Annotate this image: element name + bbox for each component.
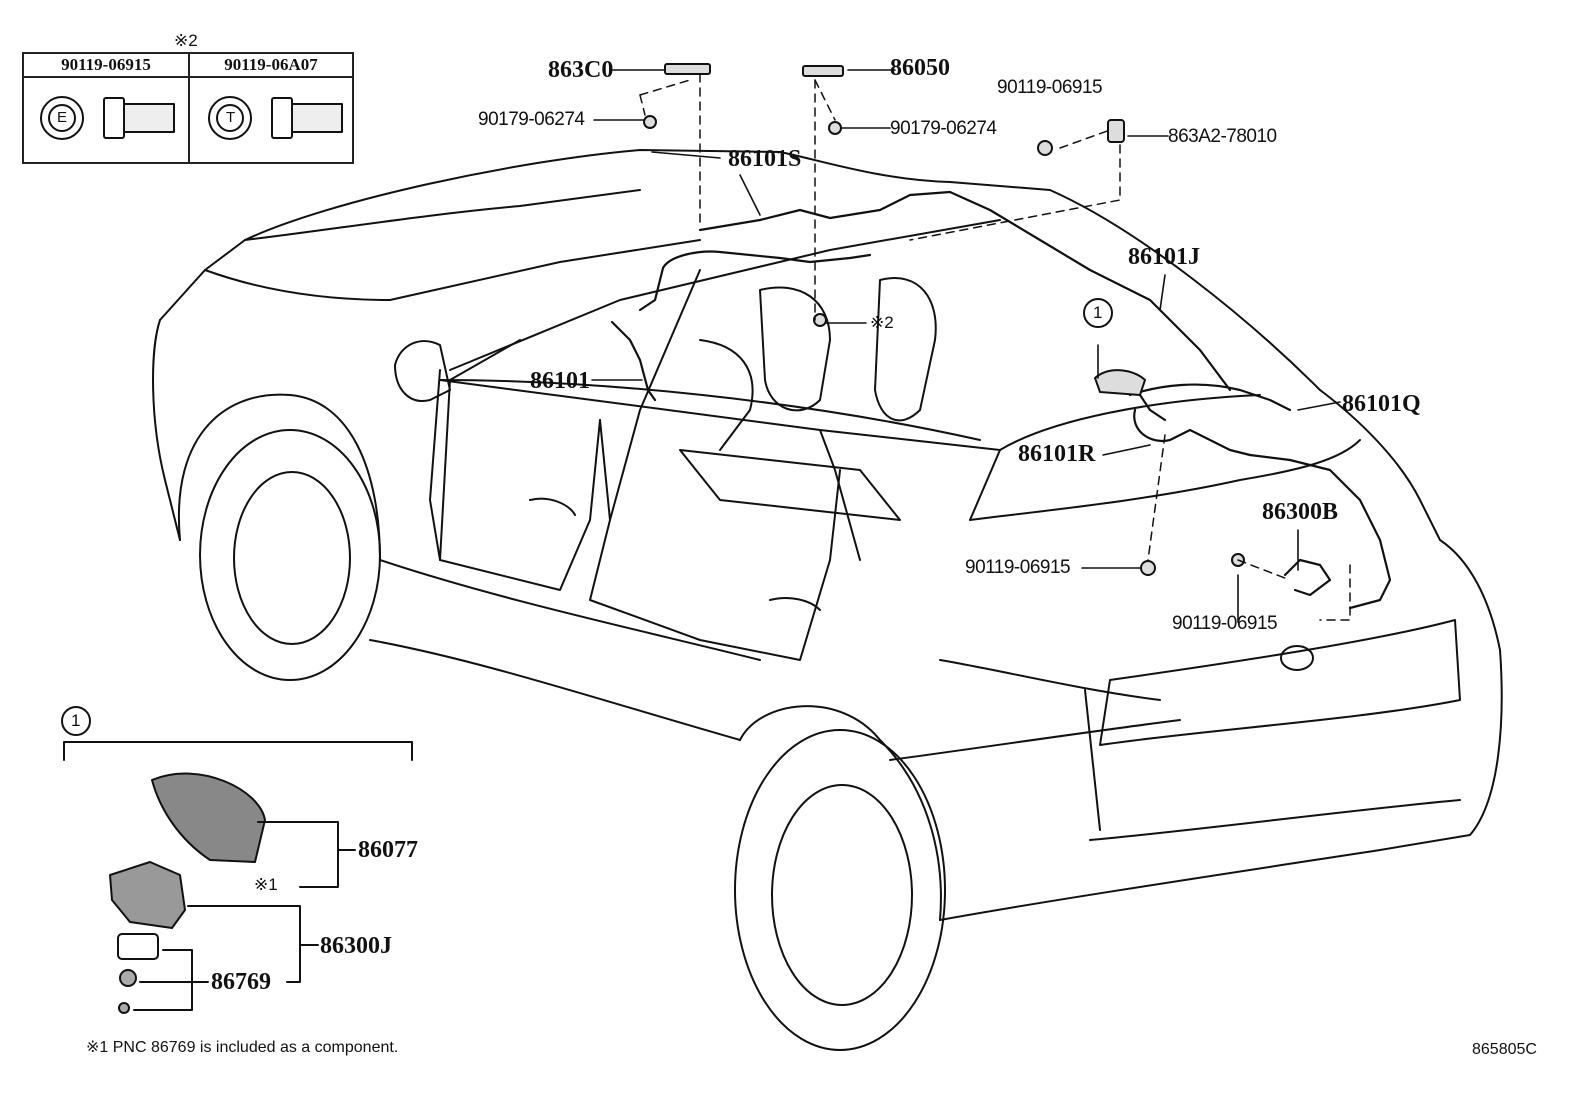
fastener-col-2-head-mark: T [226, 109, 236, 126]
wire-harness-roof [610, 190, 1232, 402]
callout-86101Q: 86101Q [1342, 391, 1421, 417]
callout-86101: 86101 [530, 368, 590, 394]
circle-callout-1-label: 1 [1093, 303, 1103, 322]
callout-86769: 86769 [211, 969, 271, 995]
callout-86300B: 86300B [1262, 499, 1339, 525]
callout-90179-06274-left: 90179-06274 [478, 109, 585, 130]
diagram-code: 865805C [1472, 1041, 1537, 1058]
callout-90179-06274-right: 90179-06274 [890, 118, 997, 139]
fastener-table: 90119-06915 90119-06A07 E T [22, 52, 354, 164]
vehicle-outline [152, 149, 1503, 1051]
fastener-table-divider [188, 54, 190, 162]
fastener-col-2-part: 90119-06A07 [190, 54, 352, 78]
fastener-col-1-head-mark: E [57, 109, 68, 126]
callout-86050: 86050 [890, 55, 950, 81]
wire-harness-rear [1128, 383, 1392, 610]
callout-90119-06915-mid: 90119-06915 [965, 557, 1071, 578]
callout-86101J: 86101J [1128, 244, 1200, 270]
callout-863C0: 863C0 [548, 57, 614, 83]
circle-callout-1 [1083, 298, 1113, 328]
dashed-guides [639, 73, 1351, 621]
callout-90119-06915-top: 90119-06915 [997, 77, 1103, 98]
callout-90119-06915-low: 90119-06915 [1172, 613, 1278, 634]
callout-86300J: 86300J [320, 933, 392, 959]
callout-86101S: 86101S [728, 146, 802, 172]
subassembly-circle-label: 1 [71, 711, 81, 730]
subassembly-diagram [61, 706, 413, 1014]
fastener-table-marker: ※2 [174, 31, 198, 50]
fastener-glyphs [40, 96, 343, 140]
fastener-col-1-part: 90119-06915 [24, 54, 188, 78]
part-glyphs [643, 63, 1245, 576]
callout-863A2-78010: 863A2-78010 [1168, 126, 1277, 147]
leader-lines [591, 69, 1341, 623]
callout-note-1: ※1 [254, 875, 278, 894]
callout-86077: 86077 [358, 837, 418, 863]
callout-86101R: 86101R [1018, 441, 1096, 467]
callout-note-2: ※2 [870, 313, 894, 332]
footnote: ※1 PNC 86769 is included as a component. [86, 1039, 399, 1056]
